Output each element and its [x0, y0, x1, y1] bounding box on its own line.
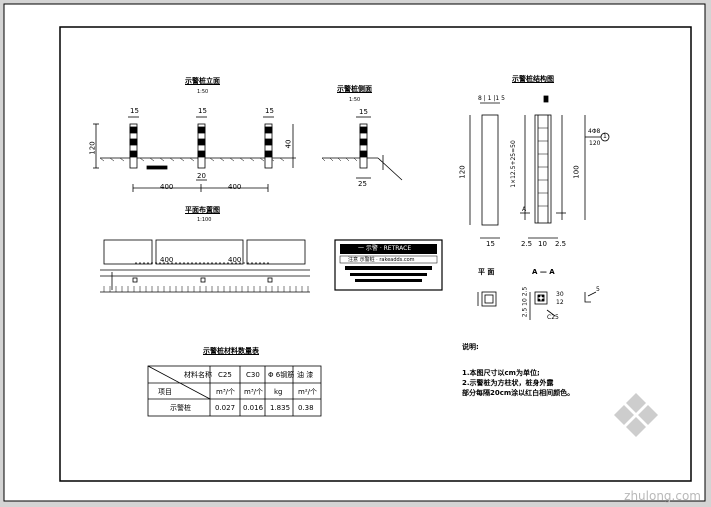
- note-3: 部分每隔20cm涂以红白相间颜色。: [462, 389, 575, 397]
- plan-scale: 1:100: [197, 217, 212, 223]
- table-unit-3: kg: [274, 388, 283, 396]
- table-header-1: C25: [218, 371, 232, 379]
- plan-view: [100, 239, 310, 293]
- bar-spacing-dim: 1×12.5+25=50: [509, 140, 517, 188]
- elevation-post-3: [264, 123, 273, 169]
- structure-title: 示警桩结构图: [512, 75, 554, 83]
- concrete-grade: C25: [547, 314, 559, 321]
- table-header-4: 油 漆: [297, 371, 314, 379]
- sign-line-1: 一 示警 · RETRACE: [358, 245, 412, 252]
- watermark-logo: [614, 393, 658, 437]
- side-embed-dim: 25: [358, 180, 367, 188]
- section-dims: 2.5 10 2.5: [521, 286, 529, 318]
- note-1: 1.本图尺寸以cm为单位;: [462, 369, 540, 377]
- table-corner-bottom: 项目: [158, 388, 172, 396]
- bottom-mid-dim: 10: [538, 240, 547, 248]
- side-post-dim: 15: [359, 108, 368, 116]
- table-header-2: C30: [246, 371, 260, 379]
- elevation-title: 示警桩立面: [185, 77, 220, 85]
- spacing-dim-1: 400: [160, 183, 174, 191]
- elevation-post-2: [197, 123, 206, 169]
- top-view-title: 平 面: [478, 268, 495, 276]
- elevation-scale: 1:50: [197, 89, 209, 95]
- post3-width-dim: 15: [265, 107, 274, 115]
- plan-spacing-1: 400: [160, 256, 174, 264]
- mid-dim: 20: [197, 172, 206, 180]
- notes: 说明: 1.本图尺寸以cm为单位; 2.示警桩为方柱状，桩身外露 部分每隔20c…: [462, 342, 632, 398]
- table-cell-2: 0.016: [243, 404, 264, 412]
- elevation-post-1: [129, 123, 138, 169]
- detail-views: [477, 291, 597, 320]
- dim-12: 12: [556, 299, 564, 306]
- dim-30: 30: [556, 291, 564, 298]
- right-height-dim: 100: [572, 165, 581, 179]
- bottom-left-dim: 2.5: [521, 240, 533, 248]
- side-view: [321, 116, 403, 181]
- post2-width-dim: 15: [198, 107, 207, 115]
- struct-height-dim: 120: [458, 165, 467, 179]
- table-unit-2: m³/个: [244, 388, 263, 396]
- section-mark-A: A: [522, 206, 527, 213]
- bottom-right-dim: 2.5: [555, 240, 567, 248]
- table-cell-1: 0.027: [215, 404, 236, 412]
- rebar-length: 120: [589, 140, 601, 147]
- warning-sign: [334, 239, 443, 291]
- spacing-dim-2: 400: [228, 183, 242, 191]
- table-title: 示警桩材料数量表: [203, 347, 259, 355]
- elevation-view: [93, 116, 296, 192]
- material-table: [147, 365, 322, 417]
- table-corner-top: 材料名称: [184, 371, 212, 379]
- embed-depth-dim: 40: [284, 139, 293, 149]
- table-row-label: 示警桩: [170, 404, 191, 412]
- table-unit-1: m³/个: [216, 388, 235, 396]
- top-width-dim: 8 | 1 |1 5: [478, 95, 505, 102]
- section-title: A — A: [532, 268, 555, 276]
- note-2: 2.示警桩为方柱状，桩身外露: [462, 379, 554, 387]
- table-cell-3: 1.835: [270, 404, 291, 412]
- table-header-3: Φ 6钢筋: [268, 371, 295, 379]
- notes-title: 说明:: [462, 343, 479, 351]
- plan-spacing-2: 400: [228, 256, 242, 264]
- post-height-dim: 120: [88, 141, 97, 155]
- plan-title: 平面布置图: [185, 206, 220, 214]
- sign-line-2: 注意 示警桩 · rakeadds.com: [348, 257, 415, 263]
- drawing-frame: [59, 26, 692, 482]
- structure-view: [469, 95, 610, 239]
- circle-marker: 1: [603, 133, 607, 140]
- rebar-label: 4Φ8: [588, 128, 601, 135]
- post1-width-dim: 15: [130, 107, 139, 115]
- bottom-total-dim: 15: [486, 240, 495, 248]
- table-cell-4: 0.38: [298, 404, 314, 412]
- table-unit-4: m²/个: [298, 388, 317, 396]
- watermark: zhulong.com: [624, 489, 701, 503]
- side-title: 示警桩侧面: [337, 85, 372, 93]
- hook-dim: 5: [596, 286, 600, 293]
- side-scale: 1:50: [349, 97, 361, 103]
